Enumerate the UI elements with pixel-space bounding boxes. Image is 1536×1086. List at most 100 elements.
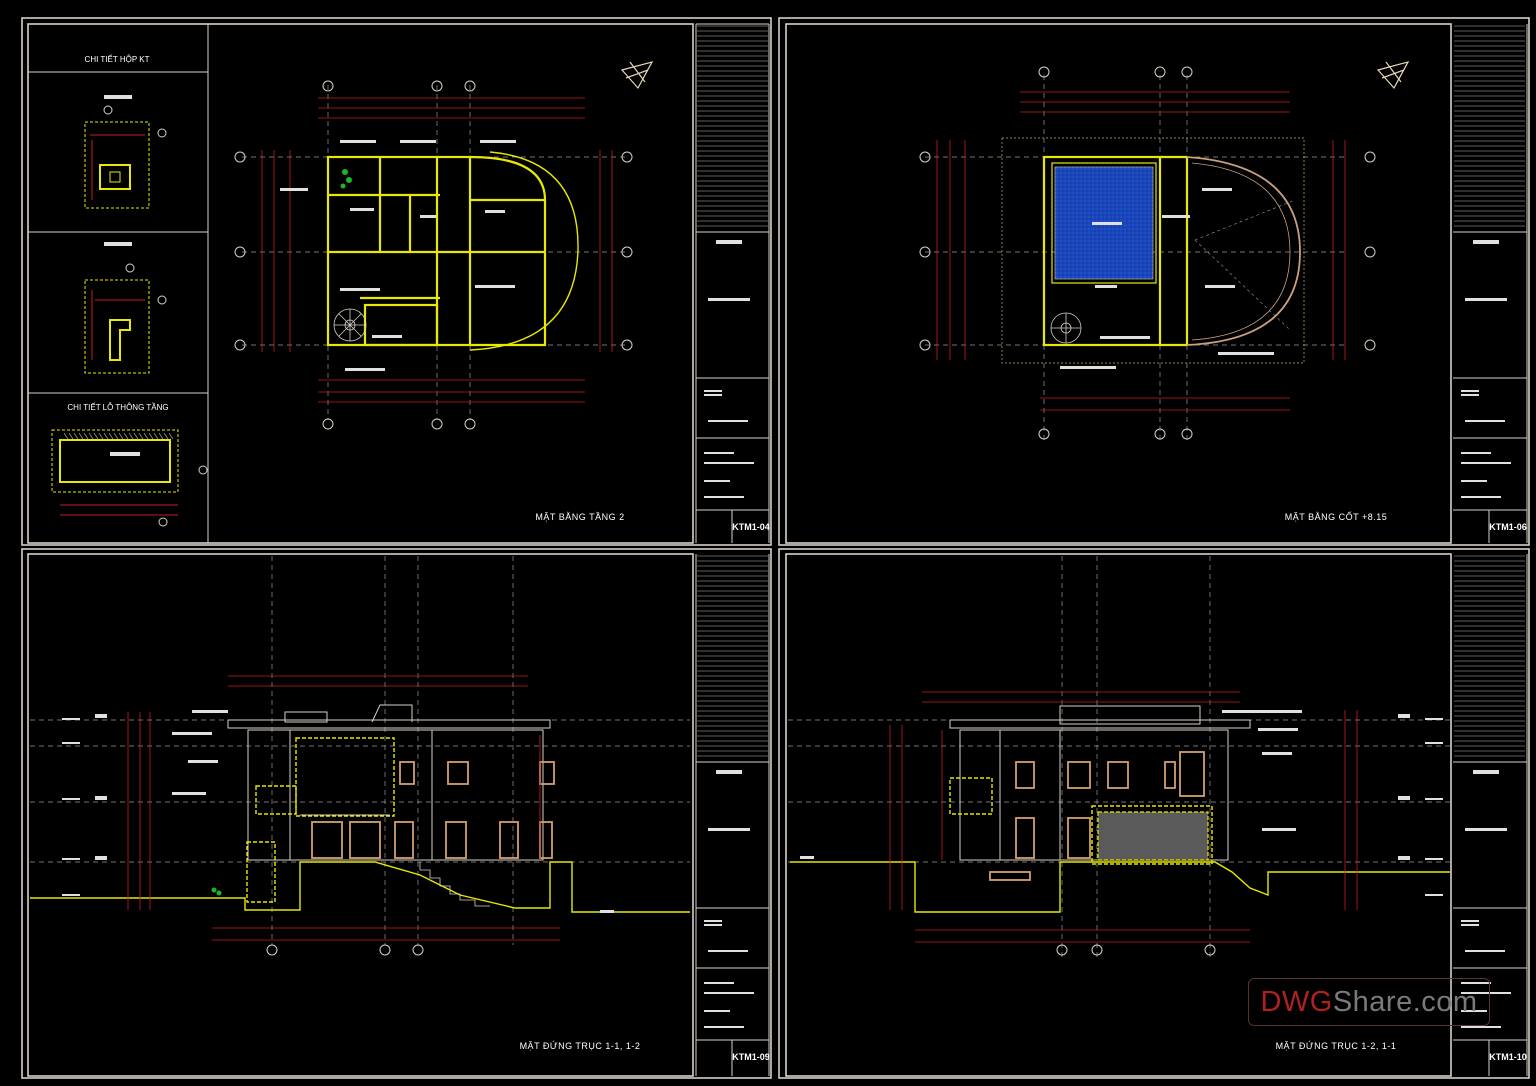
hatch-line [138,432,144,440]
elev-1-yellow-outlines [246,737,395,903]
axis-bubble [1364,151,1376,163]
elev-2-grid [788,556,1450,958]
axis-bubble [322,80,334,92]
plan-2-roof-outline [1001,137,1305,364]
axis-bubble [621,339,633,351]
axis-bubble [379,944,391,956]
detail-hatch [63,432,174,440]
title-block-hatches [697,25,1525,757]
hatch-line [113,432,119,440]
watermark-part1: DWG [1260,986,1333,1018]
detail-drawings [51,121,179,516]
sheet-frames [21,17,1530,1079]
axis-bubble [1091,944,1103,956]
axis-bubble [431,80,443,92]
axis-bubble [919,339,931,351]
elev-2-labels [800,710,1443,896]
plan-2-stair [1050,312,1082,344]
detail-panel [28,24,209,543]
hatch-line [133,432,139,440]
elev-1-building [227,704,551,861]
axis-bubble [1181,66,1193,78]
plan-2-pool-tiles [1055,167,1153,279]
axis-bubble [1364,246,1376,258]
axis-bubble [1154,428,1166,440]
axis-bubble [234,246,246,258]
plan-1-plant [340,169,352,189]
hatch-line [103,432,109,440]
sheet-3-title: MẶT ĐỨNG TRỤC 1-1, 1-2 [520,1041,641,1051]
sheet-2-title: MẶT BẰNG CỐT +8.15 [1285,511,1387,522]
hatch-line [143,432,149,440]
north-arrow-icon [620,61,1410,90]
elev-2-ground [790,861,1450,913]
plan-2-labels [1060,188,1274,369]
axis-bubble [464,418,476,430]
elev-1-dimensions [127,675,560,941]
sheet-4-code: KTM1-10 [1489,1052,1527,1062]
sheet-1-code: KTM1-04 [732,522,770,532]
axis-bubble [919,151,931,163]
detail-void-title: CHI TIẾT LỖ THÔNG TẦNG [67,402,168,412]
plan-1-walls [326,151,579,351]
title-block-2 [1453,24,1528,543]
axis-bubble [621,246,633,258]
axis-bubble [412,944,424,956]
axis-bubble [1038,66,1050,78]
title-block-1 [695,23,770,543]
hatch-line [88,432,94,440]
plan-1-room-labels [280,140,516,371]
axis-bubble [1204,944,1216,956]
sheet-3-code: KTM1-09 [732,1052,770,1062]
hatch-line [93,432,99,440]
hatch-line [148,432,154,440]
hatch-line [108,432,114,440]
axis-bubbles [234,66,1376,956]
sheet-1-title: MẶT BẰNG TẦNG 2 [535,512,624,522]
hatch-line [68,432,74,440]
hatch-line [73,432,79,440]
elev-2-glass-panel [1097,811,1209,861]
elev-1-windows [311,761,555,859]
sheet-2-code: KTM1-06 [1489,522,1527,532]
plan-2-walls [1042,155,1189,347]
detail-box-title: CHI TIẾT HỘP KT [85,54,150,64]
axis-bubble [234,151,246,163]
hatch-line [153,432,159,440]
hatch-line [128,432,134,440]
watermark-part2: Share.com [1332,986,1478,1018]
axis-bubble [919,246,931,258]
elev-2-building [949,705,1251,861]
elev-1-stairs [419,862,490,907]
hatch-line [123,432,129,440]
elev-1-plant [211,887,222,896]
title-block-text-bars [704,240,1511,1028]
axis-bubble [1364,339,1376,351]
sheet-4-title: MẶT ĐỨNG TRỤC 1-2, 1-1 [1276,1041,1397,1051]
plan-1-stair [333,308,367,342]
hatch-line [98,432,104,440]
axis-bubble [266,944,278,956]
elev-1-ground [30,861,690,913]
detail-axis-bubbles [103,105,208,527]
hatch-line [158,432,164,440]
hatch-line [78,432,84,440]
detail-labels [104,95,140,456]
elev-2-windows [989,751,1205,881]
elev-1-labels [62,710,614,913]
hatch-line [118,432,124,440]
axis-bubble [431,418,443,430]
axis-bubble [1181,428,1193,440]
axis-bubble [234,339,246,351]
axis-bubble [464,80,476,92]
elev-2-yellow-outlines [949,777,1213,865]
axis-bubble [1038,428,1050,440]
axis-bubble [621,151,633,163]
hatch-line [163,432,169,440]
watermark: DWGShare.com [1248,978,1490,1026]
axis-bubble [1154,66,1166,78]
title-block-3 [695,554,770,1076]
hatch-line [63,432,69,440]
title-block-4 [1453,554,1528,1076]
axis-bubble [322,418,334,430]
